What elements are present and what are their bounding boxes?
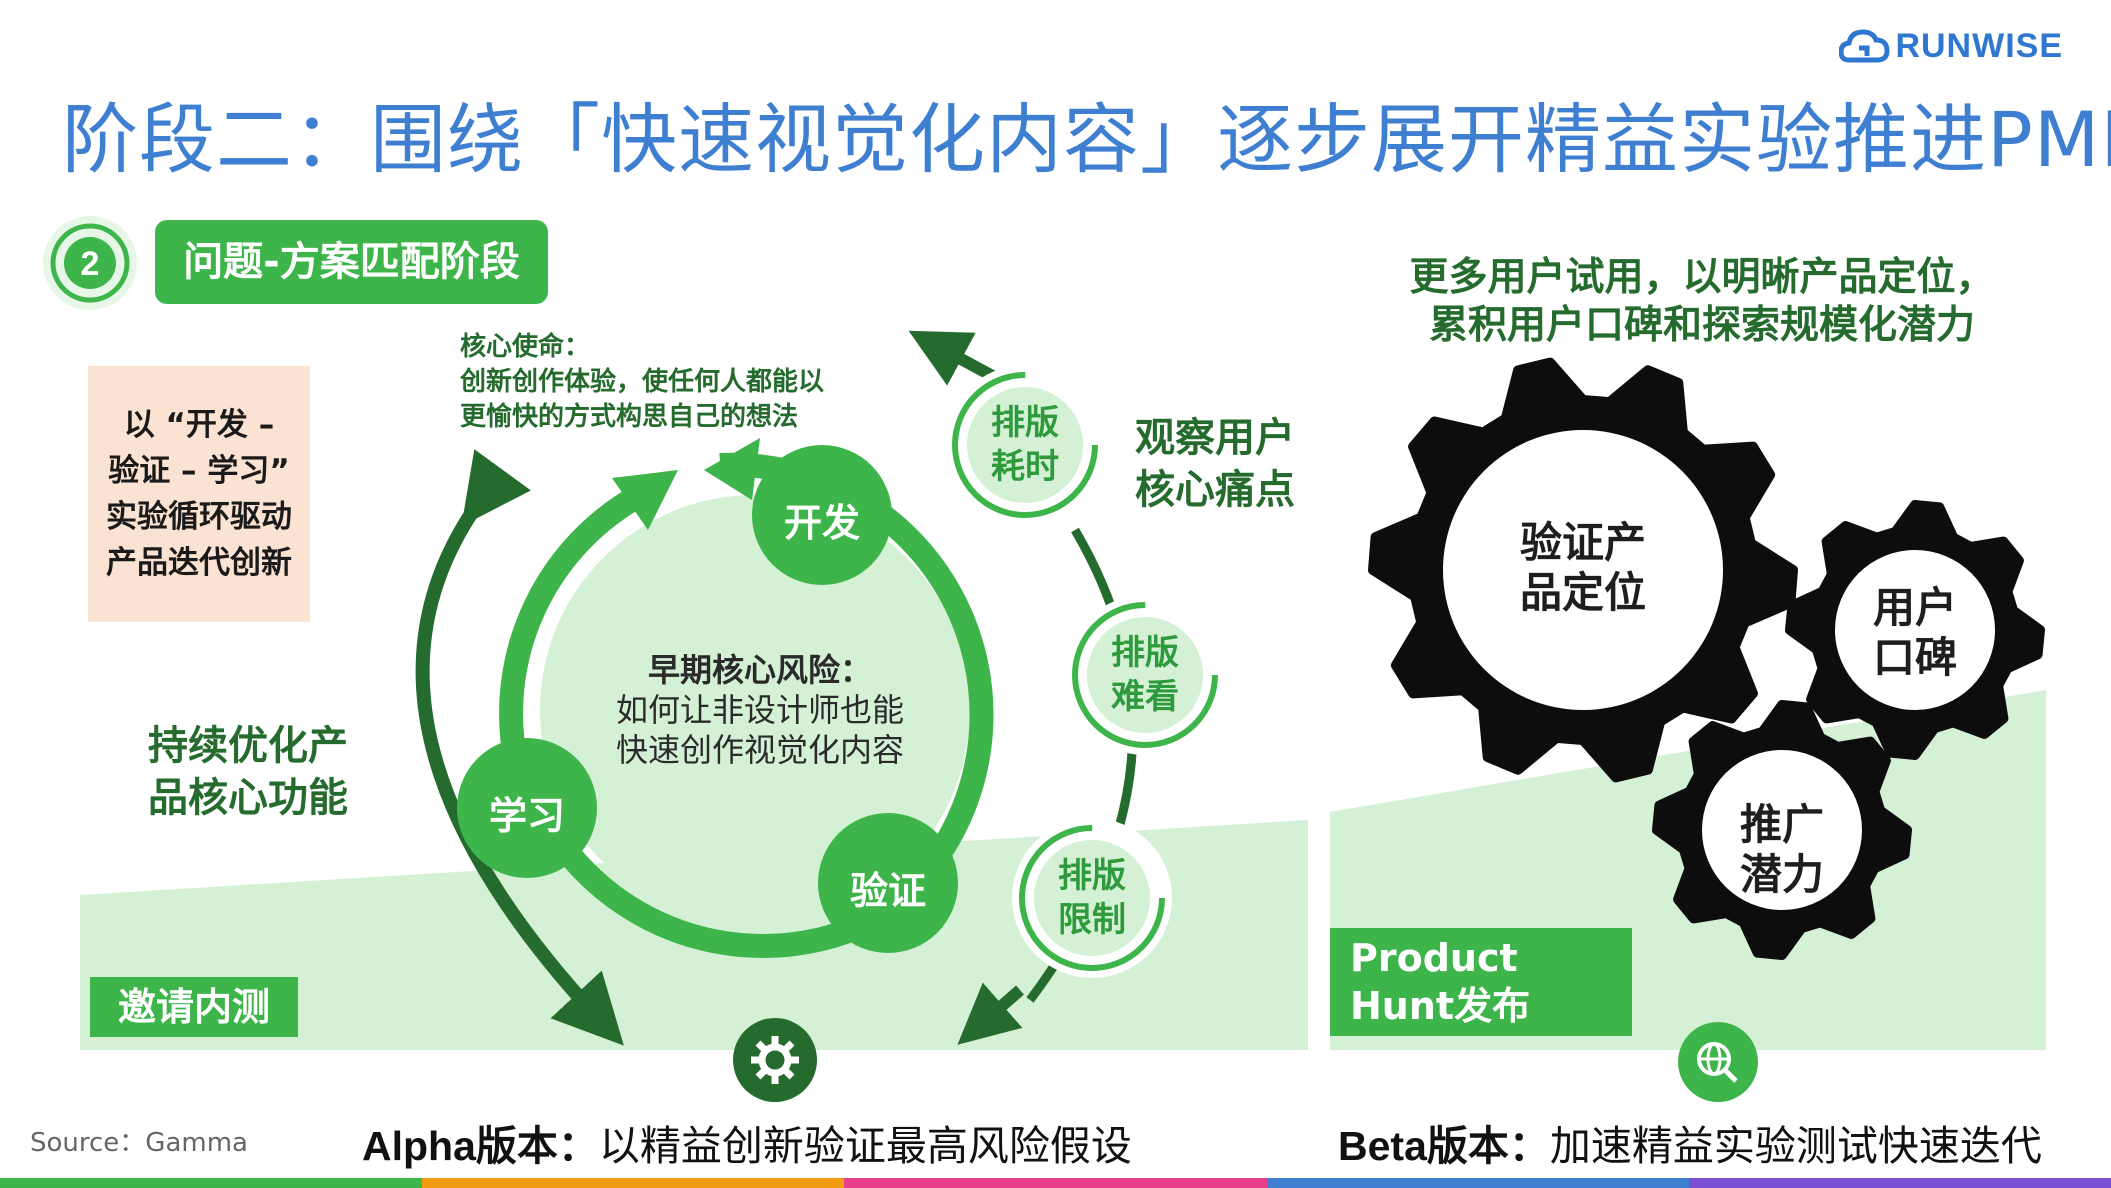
learn-node bbox=[457, 738, 597, 878]
product-hunt-tag: Product Hunt发布 bbox=[1330, 928, 1632, 1036]
gear-label-growth: 推广 潜力 bbox=[1739, 800, 1824, 899]
optimize-label: 持续优化产 品核心功能 bbox=[148, 723, 348, 821]
gear-label-positioning: 验证产 品定位 bbox=[1519, 518, 1646, 617]
cycle-arrow-head bbox=[612, 470, 678, 530]
cycle-center bbox=[540, 495, 970, 925]
bottom-bar-segment bbox=[0, 1178, 423, 1188]
source-note: Source：Gamma bbox=[30, 1128, 248, 1158]
bottom-bar-segment bbox=[422, 1178, 845, 1188]
observe-label: 观察用户 核心痛点 bbox=[1135, 415, 1295, 513]
globe-search-icon bbox=[1678, 1022, 1758, 1102]
pain-point-1: 排版 耗时 bbox=[991, 403, 1059, 487]
develop-node bbox=[752, 445, 892, 585]
beta-description: 更多用户试用，以明晰产品定位， 累积用户口碑和探索规模化潜力 bbox=[1409, 255, 1995, 348]
logo-text: RUNWISE bbox=[1895, 26, 2063, 65]
learn-label: 学习 bbox=[488, 794, 565, 838]
beta-version: Beta版本：加速精益实验测试快速迭代 bbox=[1338, 1112, 2042, 1172]
pain-path-arrow-bottom bbox=[957, 982, 1024, 1045]
core-mission: 核心使命： 创新创作体验，使任何人都能以 更愉快的方式构思自己的想法 bbox=[460, 332, 825, 432]
gear-icon bbox=[733, 1018, 817, 1102]
gear-word-of-mouth bbox=[1785, 500, 2045, 760]
stage-number-badge: 2 bbox=[43, 216, 137, 310]
validate-node bbox=[818, 813, 958, 953]
gear-growth bbox=[1652, 700, 1912, 960]
gear-positioning bbox=[1368, 357, 1798, 783]
pain-circle-2 bbox=[1065, 595, 1225, 755]
pain-point-2: 排版 难看 bbox=[1111, 633, 1179, 717]
page-title: 阶段二：围绕「快速视觉化内容」逐步展开精益实验推进PMF bbox=[62, 95, 2111, 184]
pain-circle-1 bbox=[945, 365, 1105, 525]
outer-left-arc bbox=[415, 449, 624, 1046]
bottom-bar-segment bbox=[1688, 1178, 2111, 1188]
core-risk-title: 早期核心风险： bbox=[647, 651, 872, 689]
runwise-logo: RUNWISE bbox=[1839, 26, 2063, 66]
gear-label-word-of-mouth: 用户 口碑 bbox=[1872, 583, 1957, 682]
beta-desc: 加速精益实验测试快速迭代 bbox=[1549, 1122, 2042, 1170]
pain-circle-3 bbox=[1012, 818, 1172, 978]
develop-label: 开发 bbox=[783, 501, 860, 545]
alpha-version: Alpha版本：以精益创新验证最高风险假设 bbox=[362, 1112, 1132, 1172]
beta-label: Beta版本： bbox=[1338, 1123, 1550, 1169]
pain-point-3: 排版 限制 bbox=[1058, 856, 1126, 940]
bottom-bar-segment bbox=[1266, 1178, 1689, 1188]
stage-label: 问题-方案匹配阶段 bbox=[155, 220, 548, 304]
bottom-bar-segment bbox=[844, 1178, 1267, 1188]
alpha-desc: 以精益创新验证最高风险假设 bbox=[598, 1122, 1132, 1170]
cloud-logo-icon bbox=[1839, 29, 1890, 63]
validate-label: 验证 bbox=[849, 869, 926, 913]
core-risk-line1: 如何让非设计师也能 bbox=[615, 691, 904, 729]
stage-number: 2 bbox=[81, 245, 100, 283]
core-risk-line2: 快速创作视觉化内容 bbox=[615, 731, 904, 769]
core-risk: 早期核心风险： 如何让非设计师也能 快速创作视觉化内容 bbox=[570, 650, 950, 770]
cycle-arc-left bbox=[499, 484, 646, 784]
alpha-label: Alpha版本： bbox=[362, 1123, 599, 1169]
invite-beta-tag: 邀请内测 bbox=[90, 977, 298, 1037]
cycle-note: 以 “开发 – 验证 – 学习” 实验循环驱动 产品迭代创新 bbox=[88, 366, 310, 622]
bottom-color-bar bbox=[0, 1178, 2111, 1188]
